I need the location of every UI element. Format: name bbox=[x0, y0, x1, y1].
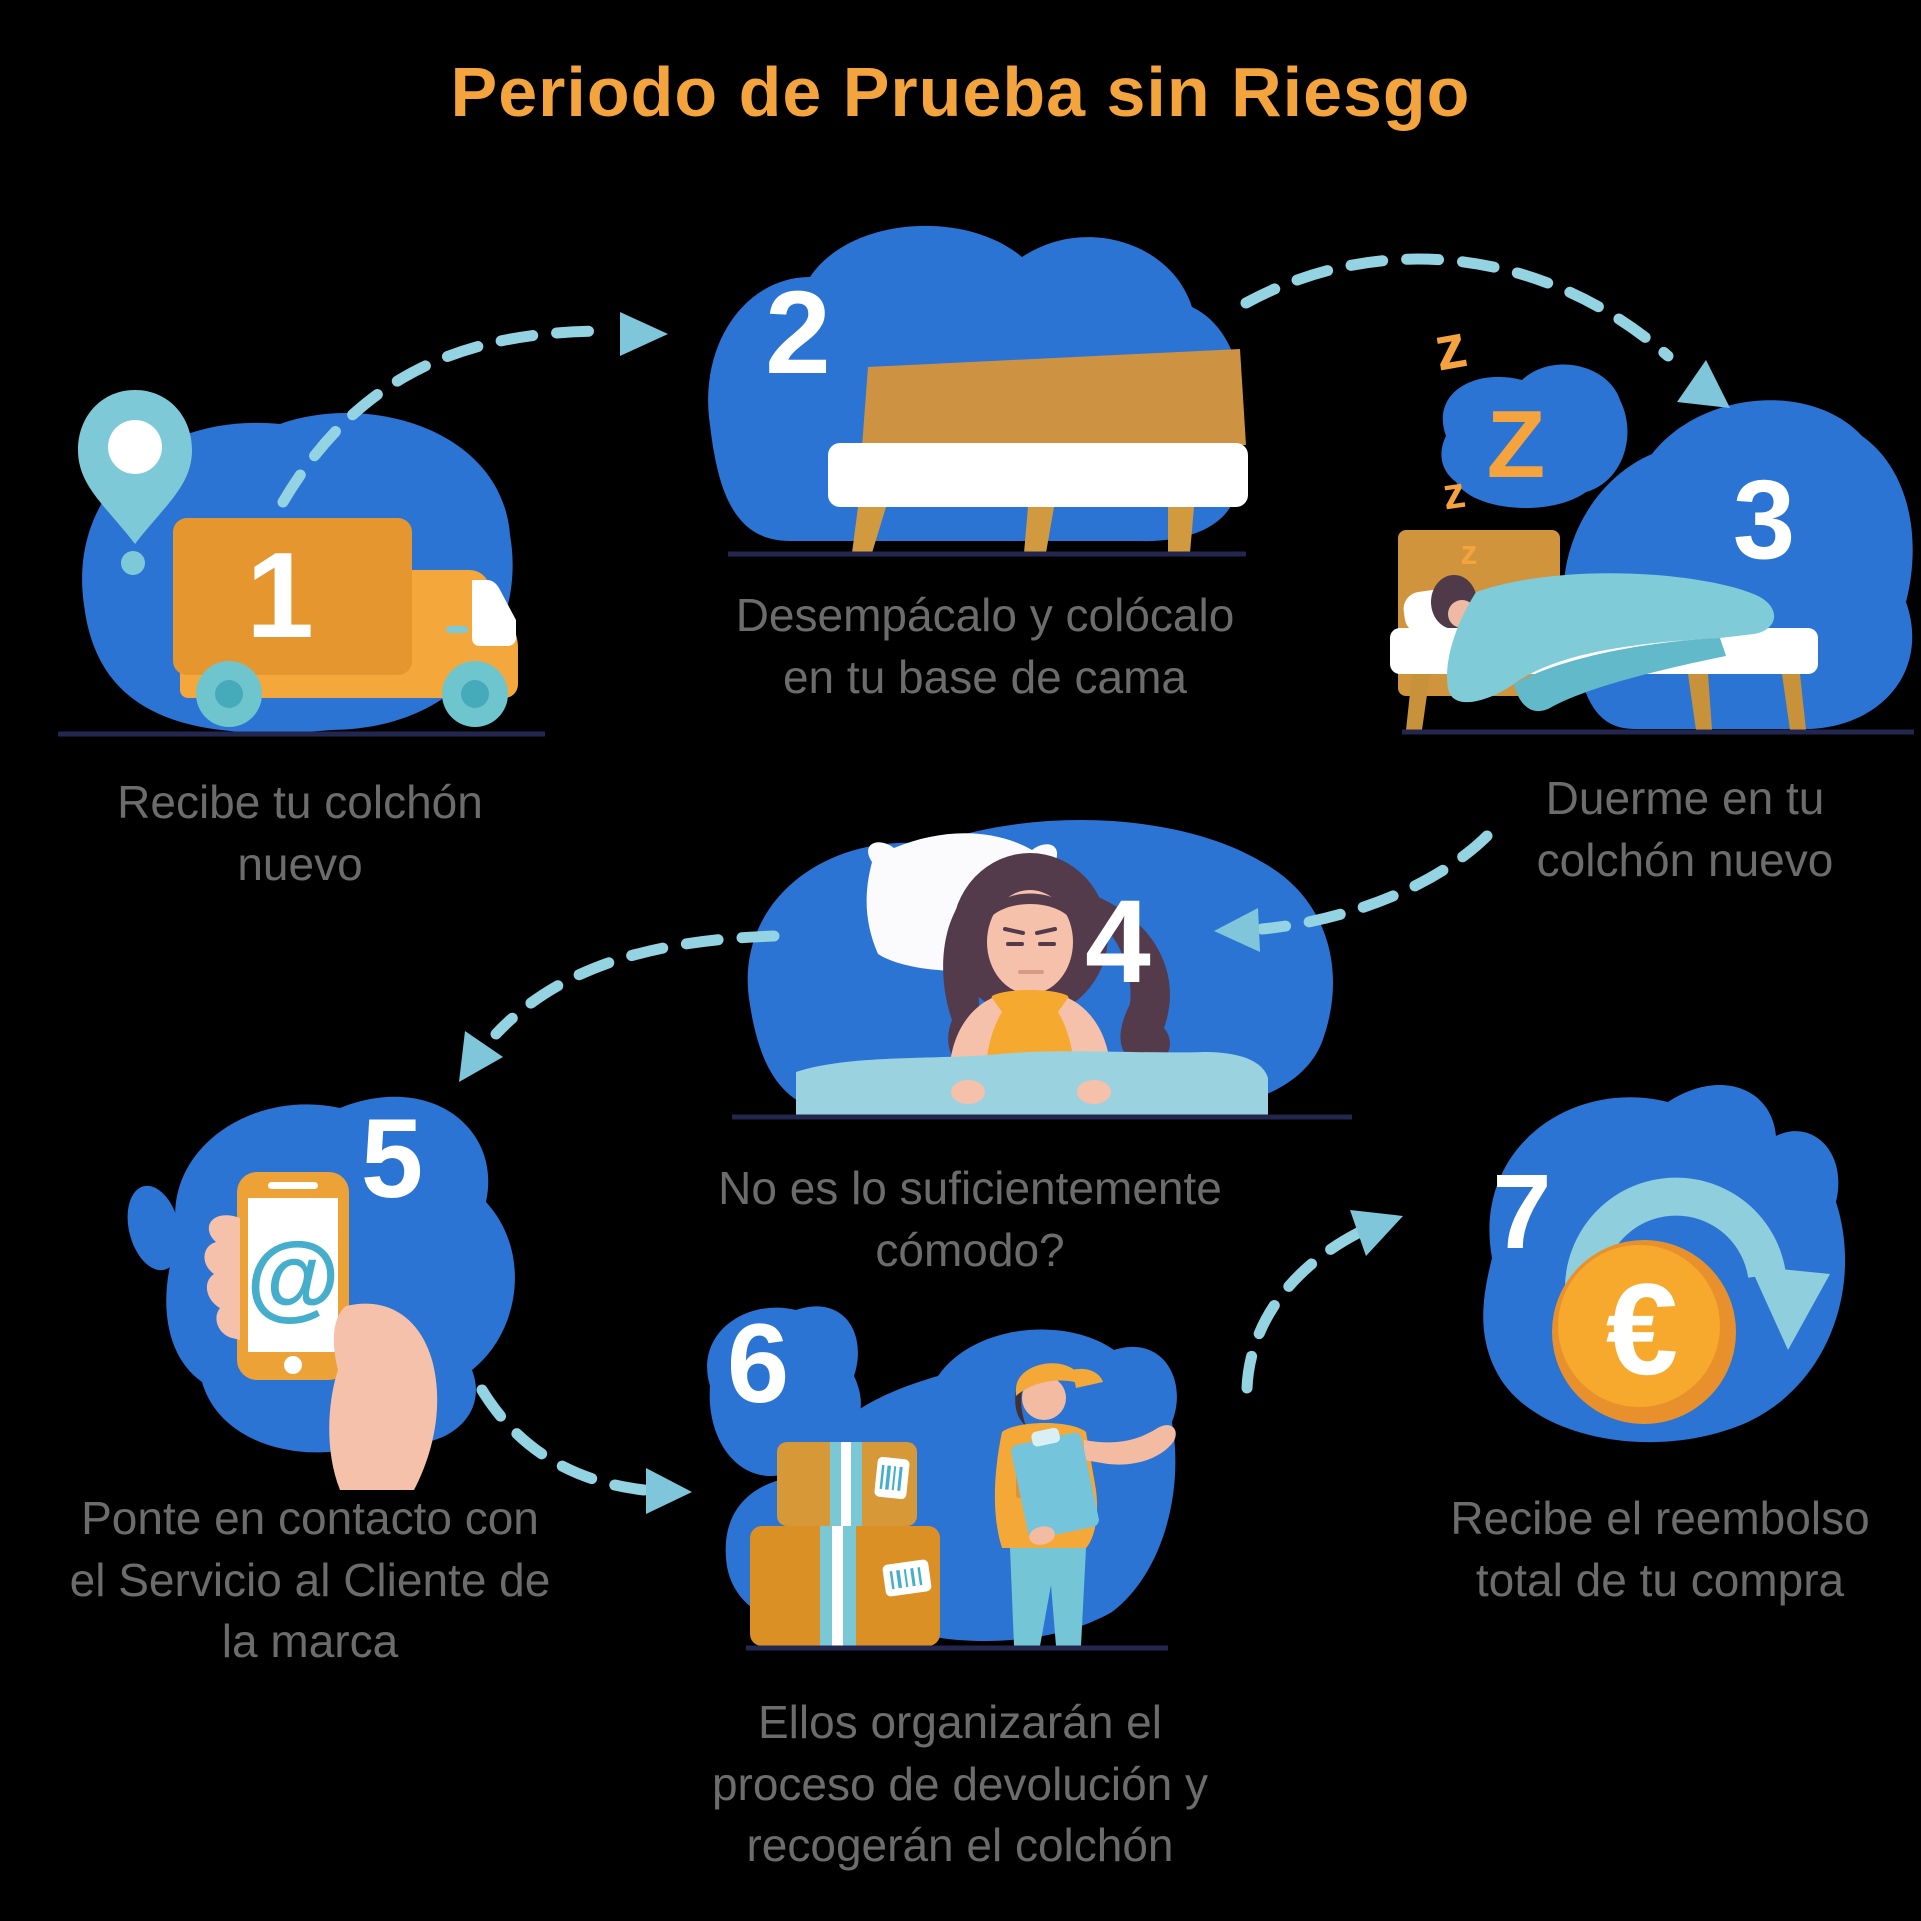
arrow-step6-to-step7 bbox=[1241, 1210, 1403, 1394]
woman-in-bed bbox=[796, 833, 1268, 1116]
step-4-caption: No es lo suficientemente cómodo? bbox=[670, 1158, 1270, 1281]
bed-frame bbox=[828, 349, 1248, 553]
page-title: Periodo de Prueba sin Riesgo bbox=[450, 53, 1471, 131]
step-number-5: 5 bbox=[361, 1096, 423, 1221]
sleeping-person-icon: z Z z z 3 bbox=[1390, 311, 1914, 735]
euro-symbol: € bbox=[1606, 1256, 1678, 1402]
bed-with-sleeper: z bbox=[1390, 530, 1818, 730]
caption-line: No es lo suficientemente bbox=[718, 1162, 1222, 1214]
caption-line: el Servicio al Cliente de bbox=[69, 1553, 551, 1606]
location-pin-icon bbox=[78, 390, 192, 575]
number-blob bbox=[707, 1306, 861, 1478]
caption-line: la marca bbox=[221, 1615, 399, 1668]
caption-line: colchón nuevo bbox=[1536, 833, 1834, 886]
dream-cloud bbox=[1441, 364, 1628, 509]
step-7-refund: € 7 bbox=[1430, 1060, 1900, 1480]
caption-line: Ponte en contacto con bbox=[81, 1492, 539, 1544]
step-number-6: 6 bbox=[727, 1301, 789, 1426]
caption-line: nuevo bbox=[237, 837, 363, 890]
caption-line: Recibe el reembolso bbox=[1450, 1492, 1870, 1544]
step-number-3: 3 bbox=[1733, 457, 1795, 582]
step-5-caption: Ponte en contacto con el Servicio al Cli… bbox=[35, 1488, 585, 1673]
blob-left-lobe bbox=[127, 1185, 181, 1271]
step-3-caption: Duerme en tu colchón nuevo bbox=[1440, 768, 1921, 891]
sleep-z-icon: z bbox=[1461, 534, 1478, 572]
step-7-caption: Recibe el reembolso total de tu compra bbox=[1415, 1488, 1905, 1611]
awake-woman-icon: 4 bbox=[732, 820, 1352, 1120]
euro-coin-icon: € bbox=[1552, 1240, 1736, 1424]
caption-line: Ellos organizarán el bbox=[757, 1696, 1162, 1748]
sleep-z-icon: z bbox=[1429, 311, 1472, 384]
bed-base-icon: 2 bbox=[708, 225, 1248, 557]
sleep-z-icon: Z bbox=[1487, 391, 1546, 498]
delivery-truck-icon: 1 bbox=[58, 390, 545, 737]
courier-boxes-icon: 6 bbox=[707, 1301, 1177, 1651]
euro-refund-icon: € 7 bbox=[1483, 1085, 1846, 1443]
step-1-caption: Recibe tu colchón nuevo bbox=[60, 772, 540, 895]
phone-contact-icon: @ 5 bbox=[127, 1096, 515, 1490]
step-2-unpack: 2 bbox=[700, 195, 1250, 560]
package-boxes bbox=[750, 1442, 940, 1646]
caption-line: Duerme en tu bbox=[1545, 772, 1825, 824]
caption-line: recogerán el colchón bbox=[746, 1819, 1174, 1872]
step-3-sleep: z Z z z 3 bbox=[1390, 240, 1920, 740]
caption-line: Recibe tu colchón bbox=[117, 776, 483, 828]
caption-line: total de tu compra bbox=[1475, 1553, 1845, 1606]
step-2-caption: Desempácalo y colócalo en tu base de cam… bbox=[715, 585, 1255, 708]
step-6-caption: Ellos organizarán el proceso de devoluci… bbox=[660, 1692, 1260, 1877]
step-number-4: 4 bbox=[1085, 876, 1151, 1008]
step-number-7: 7 bbox=[1493, 1153, 1552, 1271]
email-at-icon: @ bbox=[246, 1223, 340, 1330]
step-number-1: 1 bbox=[246, 527, 314, 663]
caption-line: cómodo? bbox=[875, 1223, 1065, 1276]
truck-icon bbox=[173, 518, 518, 727]
hand-with-phone: @ bbox=[204, 1172, 438, 1490]
step-6-return-pickup: 6 bbox=[680, 1290, 1260, 1660]
caption-line: en tu base de cama bbox=[782, 650, 1188, 703]
courier-person bbox=[994, 1363, 1176, 1646]
caption-line: Desempácalo y colócalo bbox=[735, 589, 1235, 641]
step-number-2: 2 bbox=[765, 267, 831, 399]
caption-line: proceso de devolución y bbox=[711, 1757, 1209, 1810]
step-1-receive-mattress: 1 bbox=[40, 320, 560, 750]
step-5-contact-service: @ 5 bbox=[100, 1070, 600, 1490]
step-4-not-comfortable: 4 bbox=[700, 800, 1360, 1130]
